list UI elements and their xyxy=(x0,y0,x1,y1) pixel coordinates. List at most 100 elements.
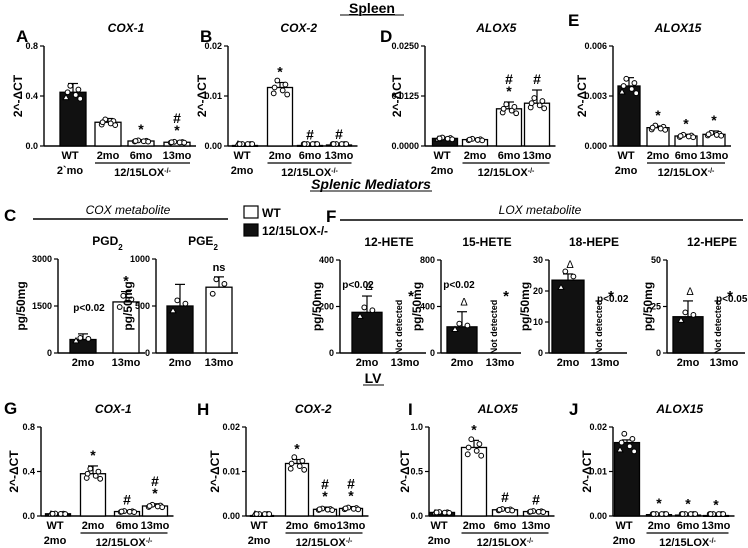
panel-d-xtick-label: 13mo xyxy=(523,150,552,162)
panel-i-data-point xyxy=(478,452,485,459)
panel-i-y-label: 2^-ΔCT xyxy=(398,450,412,493)
panel-c2-bar xyxy=(205,286,233,354)
panel-c1-pvalue: p<0.02 xyxy=(73,303,105,314)
panel-e-wt-sub-label: 2mo xyxy=(615,165,638,177)
panel-c1-data-point xyxy=(116,304,123,310)
panel-b-ytick-label: 0.02 xyxy=(204,41,222,51)
panel-f1-xtick-label: 2mo xyxy=(356,357,379,369)
panel-letter-f: F xyxy=(326,207,336,226)
panel-i-data-point xyxy=(465,444,472,451)
panel-i-data-point xyxy=(540,509,547,515)
panel-i-group-label: 12/15LOX-/- xyxy=(477,537,534,548)
panel-g-data-point xyxy=(87,465,94,472)
panel-b-annotation: # xyxy=(335,126,343,142)
panel-f2-data-point xyxy=(464,322,471,329)
panel-e-data-point xyxy=(631,80,638,86)
panel-d-data-point xyxy=(508,107,515,114)
panel-g-annotation: * xyxy=(152,485,158,501)
panel-j-ytick-label: 0.01 xyxy=(589,467,607,477)
panel-h-data-point xyxy=(291,454,298,461)
panel-b-data-point xyxy=(249,141,256,147)
panel-f4-data-point xyxy=(690,312,697,318)
panel-c1-ytick-label: 0 xyxy=(47,348,52,358)
legend-ko-label: 12/15LOX-/- xyxy=(262,224,328,238)
panel-e-ytick-label: 0.000 xyxy=(584,141,607,151)
panel-d-data-point xyxy=(503,101,510,108)
panel-g-annotation: # xyxy=(123,491,131,507)
panel-d-group-label: 12/15LOX-/- xyxy=(478,167,535,179)
panel-g-data-point xyxy=(146,503,153,509)
panel-i-wt-sub-label: 2mo xyxy=(428,535,451,547)
panel-g-group-label: 12/15LOX-/- xyxy=(96,537,153,548)
panel-e-title: ALOX15 xyxy=(654,21,702,35)
panel-f1-data-point xyxy=(356,312,364,319)
panel-f4-xtick-label: 2mo xyxy=(677,357,700,369)
panel-h-y-label: 2^-ΔCT xyxy=(208,450,222,493)
panel-a-data-point xyxy=(62,93,70,101)
panel-f4-data-point xyxy=(682,309,689,316)
panel-d-data-point xyxy=(539,98,546,104)
panel-h-annotation: # xyxy=(321,476,329,492)
panel-c2-ytick-label: 0 xyxy=(145,348,150,358)
panel-b-annotation: * xyxy=(277,64,283,80)
panel-f3-data-point xyxy=(570,273,577,280)
panel-g-annotation: * xyxy=(90,447,96,463)
panel-g-y-label: 2^-ΔCT xyxy=(7,450,21,493)
panel-a-data-point xyxy=(72,92,79,98)
panel-a-data-point xyxy=(99,119,106,126)
panel-f2-not-detected: Not detected xyxy=(489,300,499,355)
panel-f3-ytick-label: 10 xyxy=(533,317,543,327)
panel-j-ytick-label: 0.02 xyxy=(589,422,607,432)
panel-e-xtick-label: 2mo xyxy=(647,150,670,162)
panel-i-ytick-label: 1.0 xyxy=(410,422,423,432)
panel-a-data-point xyxy=(168,139,175,146)
panel-g-data-point xyxy=(62,511,69,517)
panel-i-data-point xyxy=(509,507,516,514)
panel-e-data-point xyxy=(718,132,725,139)
panel-g-ytick-label: 0.8 xyxy=(22,422,35,432)
panel-d-data-point xyxy=(449,136,456,143)
panel-f4-not-detected: Not detected xyxy=(713,300,723,355)
panel-j-xtick-label: 2mo xyxy=(648,520,671,532)
panel-j-group-label: 12/15LOX-/- xyxy=(659,537,716,548)
panel-e-data-point xyxy=(618,88,626,95)
panel-d-wt-sub-label: 2mo xyxy=(431,165,454,177)
panel-f2-data-point xyxy=(451,325,459,332)
panel-f3-annotation: * xyxy=(608,288,614,305)
panel-d-title: ALOX5 xyxy=(475,21,516,35)
panel-g-data-point xyxy=(154,503,161,510)
panel-g-title: COX-1 xyxy=(95,402,132,416)
panel-h-wt-sub-label: 2mo xyxy=(248,535,271,547)
panel-d-data-point xyxy=(513,110,520,117)
panel-i-data-point xyxy=(496,506,503,513)
panel-d-data-point xyxy=(528,100,535,107)
panel-e-ytick-label: 0.006 xyxy=(584,41,607,51)
panel-b-ytick-label: 0.01 xyxy=(204,91,222,101)
panel-a-annotation: * xyxy=(174,122,180,138)
panel-a-title: COX-1 xyxy=(108,21,145,35)
panel-j-data-point xyxy=(626,443,633,450)
panel-c2-data-point xyxy=(213,276,220,283)
panel-a-data-point xyxy=(132,138,139,144)
panel-f3-data-point xyxy=(557,283,565,290)
panel-h-data-point xyxy=(266,511,273,517)
panel-f1-ytick-label: 400 xyxy=(319,255,334,265)
panel-i-data-point xyxy=(446,509,453,516)
panel-d-data-point xyxy=(479,137,486,144)
panel-f1-title: 12-HETE xyxy=(364,235,413,249)
panel-b-xtick-label: 6mo xyxy=(299,150,322,162)
panel-c1-data-point xyxy=(128,296,135,303)
panel-b-data-point xyxy=(270,90,277,97)
panel-e-data-point xyxy=(620,83,627,89)
panel-j-data-point xyxy=(616,445,624,453)
panel-f2-y-label: pg/50mg xyxy=(410,282,424,331)
panel-f2-pvalue: p<0.02 xyxy=(443,280,475,291)
panel-f2-xtick-label: 13mo xyxy=(486,357,515,369)
panel-j-data-point xyxy=(629,436,636,442)
panel-e-annotation: * xyxy=(711,112,717,128)
panel-d-xtick-label: 6mo xyxy=(498,150,521,162)
panel-d-ytick-label: 0.0000 xyxy=(391,141,419,151)
panel-d-bar xyxy=(523,102,551,147)
panel-h-data-point xyxy=(342,505,349,512)
panel-f3-y-label: pg/50mg xyxy=(518,282,532,331)
